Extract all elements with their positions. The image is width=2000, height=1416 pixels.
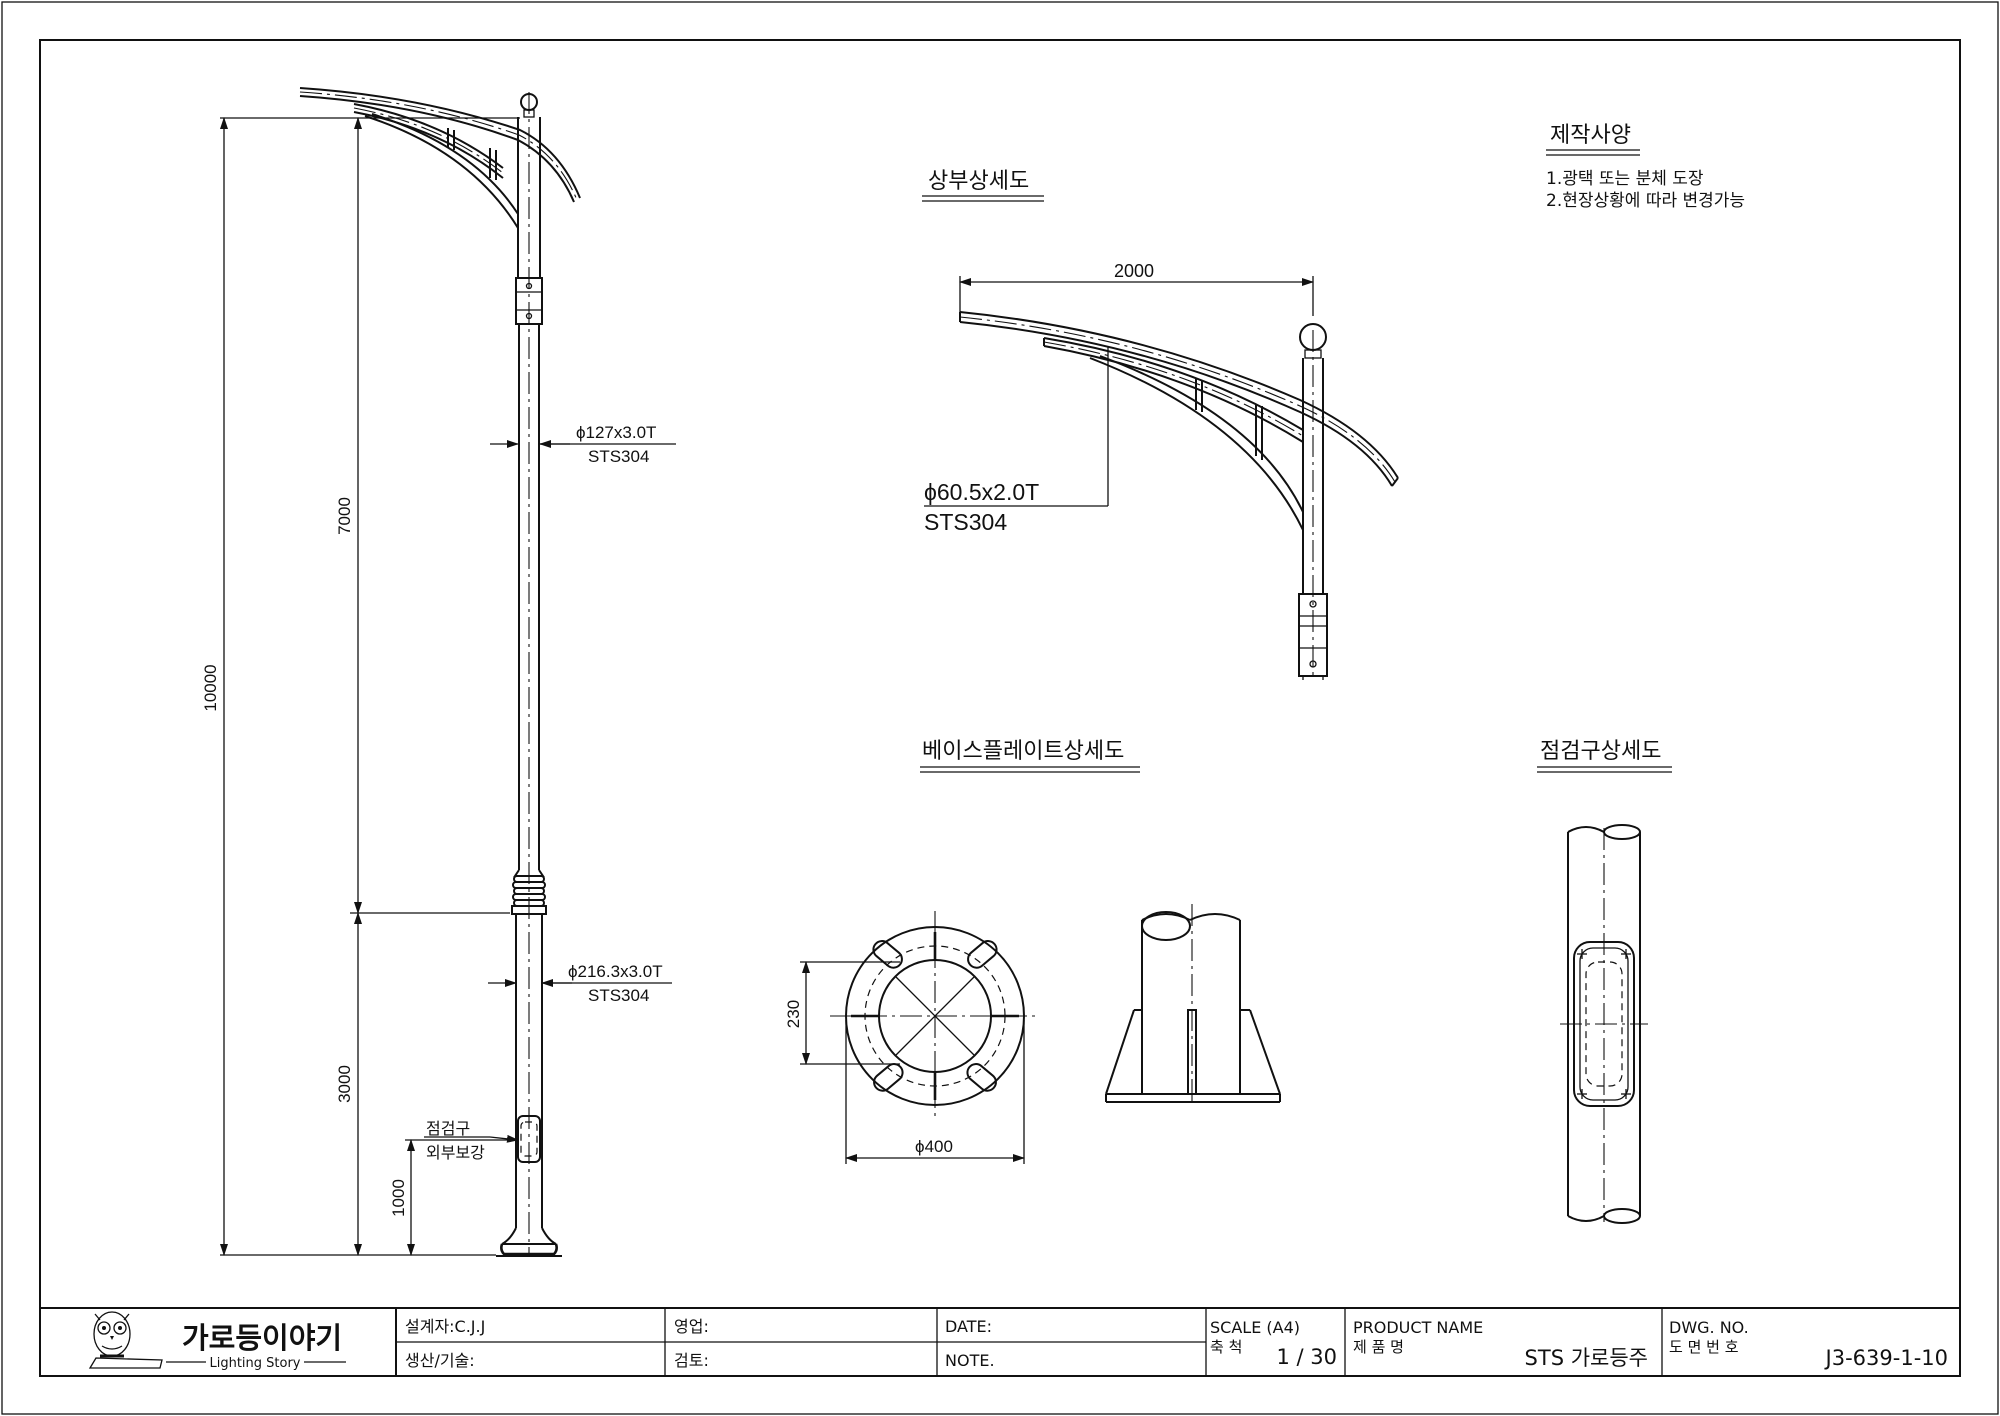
product-value: STS 가로등주	[1525, 1346, 1648, 1370]
reinforcement-label: 외부보강	[426, 1143, 485, 1162]
inspection-detail: 점검구상세도	[1537, 739, 1672, 1224]
pole-callouts: ϕ127x3.0T STS304 ϕ216.3x3.0T STS304 점검구 …	[424, 423, 676, 1162]
company-name: 가로등이야기	[182, 1321, 342, 1355]
lower-pipe-size: ϕ216.3x3.0T	[568, 962, 663, 981]
base-detail-title: 베이스플레이트상세도	[922, 739, 1124, 764]
arm-pipe-size: ϕ60.5x2.0T	[924, 479, 1039, 505]
sales-cell: 영업:	[674, 1317, 709, 1336]
inner-border	[39, 39, 1961, 1377]
dwg-kr: 도 면 번 호	[1669, 1338, 1739, 1356]
review-cell: 검토:	[674, 1351, 709, 1370]
product-label: PRODUCT NAME	[1353, 1318, 1483, 1337]
inspection-detail-title: 점검구상세도	[1540, 739, 1661, 764]
height-dimensions: 10000 7000 3000 1000	[201, 117, 520, 1256]
title-block: 가로등이야기 Lighting Story 설계자:C.J.J 생산/기술: 영…	[40, 1307, 1960, 1376]
upper-pipe-size: ϕ127x3.0T	[576, 423, 656, 442]
designer-cell: 설계자:C.J.J	[405, 1317, 485, 1336]
dwg-value: J3-639-1-10	[1824, 1346, 1948, 1370]
base-diameter-dim: ϕ400	[915, 1137, 953, 1156]
dim-7000: 7000	[335, 497, 354, 535]
pole-elevation	[299, 87, 581, 1257]
specs-title: 제작사양	[1550, 123, 1631, 148]
base-inner-dim: 230	[784, 1000, 803, 1028]
date-cell: DATE:	[945, 1317, 992, 1336]
arm-pipe-material: STS304	[924, 509, 1007, 535]
dwg-label: DWG. NO.	[1669, 1318, 1749, 1337]
note-cell: NOTE.	[945, 1351, 995, 1370]
dim-10000: 10000	[201, 664, 220, 711]
spec-item-1: 1.광택 또는 분체 도장	[1546, 169, 1704, 189]
product-kr: 제 품 명	[1353, 1338, 1404, 1356]
spec-item-2: 2.현장상황에 따라 변경가능	[1546, 191, 1745, 211]
upper-pipe-material: STS304	[588, 447, 649, 466]
top-detail-title: 상부상세도	[928, 169, 1029, 194]
specs-block: 제작사양 1.광택 또는 분체 도장 2.현장상황에 따라 변경가능	[1546, 123, 1745, 211]
production-cell: 생산/기술:	[405, 1351, 475, 1370]
base-plate-detail: 베이스플레이트상세도 230 ϕ400	[784, 739, 1281, 1164]
dim-1000: 1000	[389, 1179, 408, 1217]
dim-3000: 3000	[335, 1065, 354, 1103]
lower-pipe-material: STS304	[588, 986, 649, 1005]
scale-kr: 축 척	[1210, 1338, 1242, 1356]
arm-length-dim: 2000	[1114, 261, 1154, 281]
inspection-label: 점검구	[426, 1119, 470, 1138]
company-sub: Lighting Story	[209, 1356, 300, 1371]
scale-value: 1 / 30	[1276, 1345, 1337, 1369]
owl-logo-icon	[88, 1311, 163, 1369]
scale-label: SCALE (A4)	[1210, 1318, 1300, 1337]
top-detail-view: 상부상세도 2000	[922, 169, 1399, 680]
